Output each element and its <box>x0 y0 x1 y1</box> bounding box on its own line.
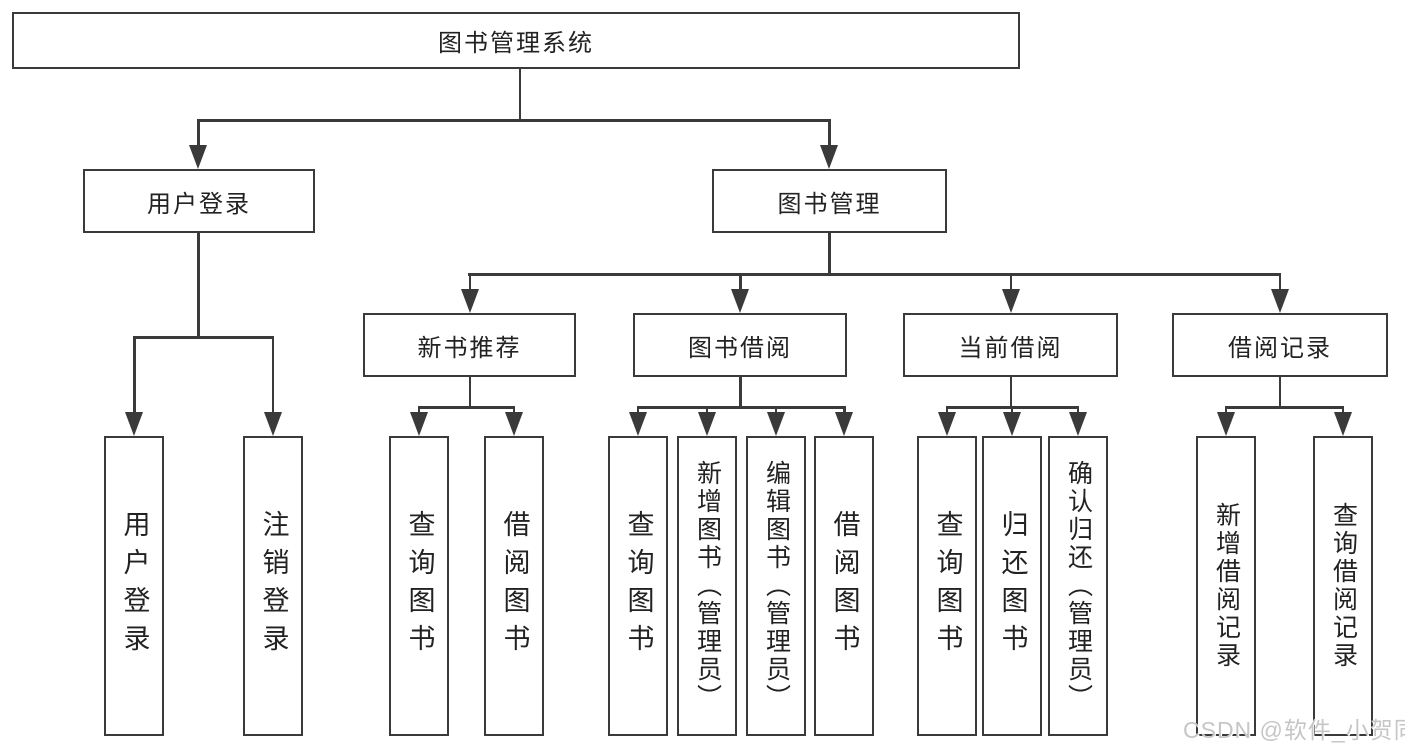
connector-recommend-shaft <box>468 273 471 293</box>
node-book-borrowing: 图书借阅 <box>633 313 847 377</box>
connector-leaf-shaft <box>417 406 420 416</box>
connector-current-shaft <box>1009 273 1012 293</box>
connector-records-bar <box>1225 406 1343 409</box>
arrowhead-recommend-icon <box>460 289 479 313</box>
connector-user-login-shaft <box>197 119 200 149</box>
node-root-library-system: 图书管理系统 <box>12 12 1020 69</box>
leaf-confirm-return-admin: 确认归还（管理员） <box>1048 436 1108 736</box>
arrowhead-leaf-logout-icon <box>264 412 282 436</box>
arrowhead-current-icon <box>1001 289 1020 313</box>
connector-level1-bar <box>198 119 830 122</box>
connector-records-stem <box>1278 377 1281 408</box>
arrowhead-borrowing-icon <box>731 289 749 313</box>
arrowhead-leaf-icon <box>938 412 956 436</box>
connector-leaf-shaft <box>705 406 708 416</box>
leaf-edit-books-admin: 编辑图书（管理员） <box>746 436 806 736</box>
connector-user-login-bar <box>133 336 273 339</box>
connector-borrowing-shaft <box>739 273 742 293</box>
leaf-borrow-books-recommend: 借阅图书 <box>484 436 544 736</box>
leaf-borrow-books: 借阅图书 <box>814 436 874 736</box>
node-new-book-recommend: 新书推荐 <box>363 313 576 377</box>
arrowhead-leaf-icon <box>629 412 647 436</box>
leaf-logout: 注销登录 <box>243 436 303 736</box>
connector-leaf-shaft <box>636 406 639 416</box>
connector-leaf-shaft <box>945 406 948 416</box>
leaf-add-borrow-record: 新增借阅记录 <box>1196 436 1256 736</box>
arrowhead-leaf-icon <box>1003 412 1021 436</box>
leaf-query-books-current: 查询图书 <box>917 436 977 736</box>
csdn-watermark: CSDN @软件_小贺同学 <box>1183 717 1405 743</box>
connector-borrowing-bar <box>637 406 845 409</box>
arrowhead-leaf-login-icon <box>125 412 143 436</box>
connector-leaf-shaft <box>1010 406 1013 416</box>
arrowhead-leaf-icon <box>505 412 523 436</box>
connector-recommend-bar <box>418 406 514 409</box>
connector-leaf-shaft <box>1224 406 1227 416</box>
arrowhead-leaf-icon <box>410 412 428 436</box>
arrowhead-leaf-icon <box>698 412 716 436</box>
connector-book-mgmt-stem <box>828 233 831 274</box>
connector-borrowing-stem <box>739 377 742 408</box>
connector-leaf-shaft <box>512 406 515 416</box>
arrowhead-leaf-icon <box>1069 412 1087 436</box>
connector-root-stem <box>518 69 521 120</box>
arrowhead-user-login-icon <box>189 145 207 169</box>
node-current-borrowing: 当前借阅 <box>903 313 1118 377</box>
arrowhead-leaf-icon <box>767 412 785 436</box>
connector-book-mgmt-shaft <box>828 119 831 149</box>
leaf-query-books-borrowing: 查询图书 <box>608 436 668 736</box>
connector-records-shaft <box>1278 273 1281 293</box>
leaf-query-borrow-record: 查询借阅记录 <box>1313 436 1373 736</box>
connector-current-stem <box>1009 377 1012 408</box>
node-user-login: 用户登录 <box>83 169 315 233</box>
connector-recommend-stem <box>468 377 471 408</box>
connector-level2-bar <box>468 273 1280 276</box>
connector-leaf-logout-shaft <box>271 336 274 416</box>
connector-leaf-login-shaft <box>133 336 136 416</box>
connector-user-login-stem <box>197 233 200 337</box>
arrowhead-book-mgmt-icon <box>820 145 838 169</box>
leaf-add-books-admin: 新增图书（管理员） <box>677 436 737 736</box>
arrowhead-records-icon <box>1271 289 1289 313</box>
connector-leaf-shaft <box>843 406 846 416</box>
connector-leaf-shaft <box>1341 406 1344 416</box>
leaf-user-login: 用户登录 <box>104 436 164 736</box>
node-book-management: 图书管理 <box>712 169 947 233</box>
arrowhead-leaf-icon <box>1217 412 1235 436</box>
node-borrowing-records: 借阅记录 <box>1172 313 1388 377</box>
arrowhead-leaf-icon <box>1334 412 1352 436</box>
connector-leaf-shaft <box>1076 406 1079 416</box>
connector-leaf-shaft <box>774 406 777 416</box>
arrowhead-leaf-icon <box>835 412 853 436</box>
leaf-query-books-recommend: 查询图书 <box>389 436 449 736</box>
leaf-return-books: 归还图书 <box>982 436 1042 736</box>
